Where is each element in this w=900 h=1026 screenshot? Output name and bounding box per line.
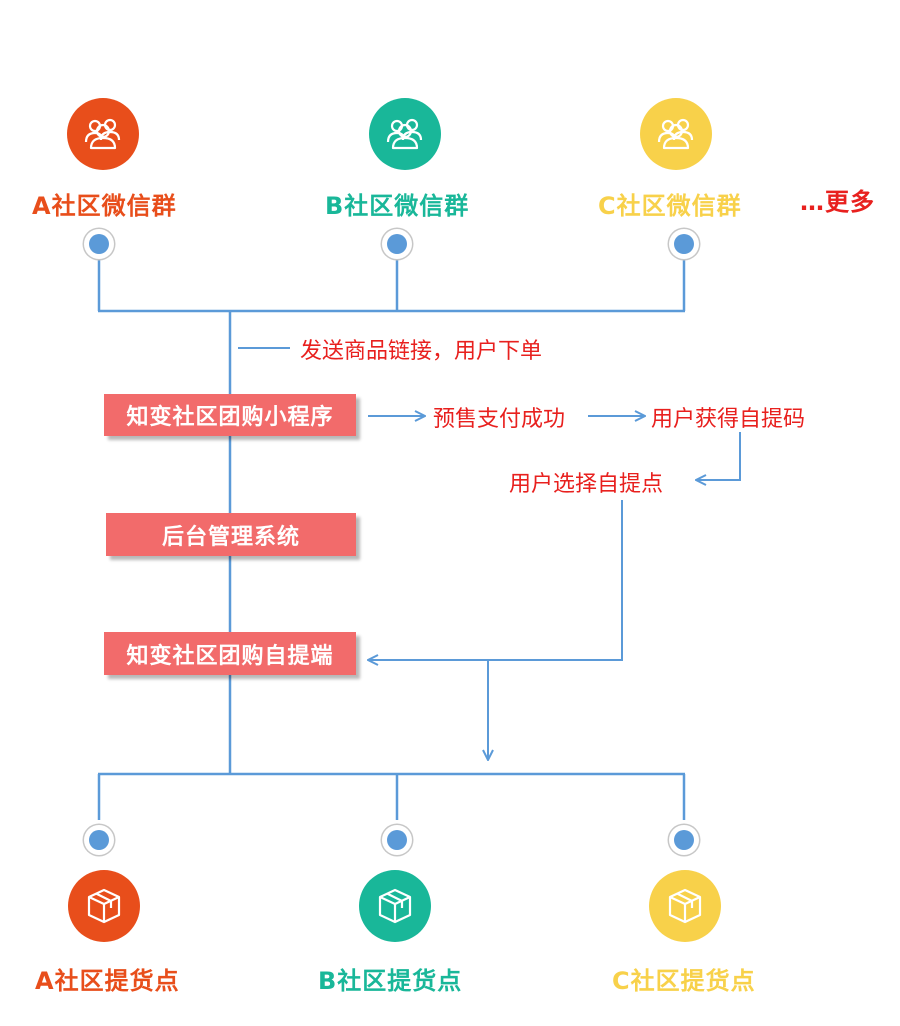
choose-point-note: 用户选择自提点 [509,472,664,497]
package-box-icon [87,888,121,924]
connector-dot [84,825,114,855]
pickup-b-label: B社区提货点 [318,967,463,995]
connector-dot [669,825,699,855]
connector-dot [84,229,114,259]
get-code-note: 用户获得自提码 [651,407,806,432]
group-b-avatar [369,98,441,170]
backend-system-box: 后台管理系统 [106,513,356,556]
package-box-icon [668,888,702,924]
group-a-avatar [67,98,139,170]
connector-dot [669,229,699,259]
pickup-c-avatar [649,870,721,942]
package-box-icon [378,888,412,924]
group-people-icon [84,118,121,150]
group-b-label: B社区微信群 [325,192,470,220]
pickup-a-avatar [68,870,140,942]
pickup-c-label: C社区提货点 [612,967,756,995]
pickup-b-avatar [359,870,431,942]
group-people-icon [657,118,694,150]
group-a-label: A社区微信群 [32,192,177,220]
send-link-note: 发送商品链接，用户下单 [300,339,543,364]
connector-dot [382,229,412,259]
group-c-label: C社区微信群 [598,192,742,220]
pickup-a-label: A社区提货点 [35,967,180,995]
group-c-avatar [640,98,712,170]
more-label: …更多 [800,188,875,216]
presale-paid-note: 预售支付成功 [433,407,566,432]
connector-dot [382,825,412,855]
group-people-icon [386,118,423,150]
pickup-end-box: 知变社区团购自提端 [104,632,356,675]
mini-program-box: 知变社区团购小程序 [104,394,356,436]
